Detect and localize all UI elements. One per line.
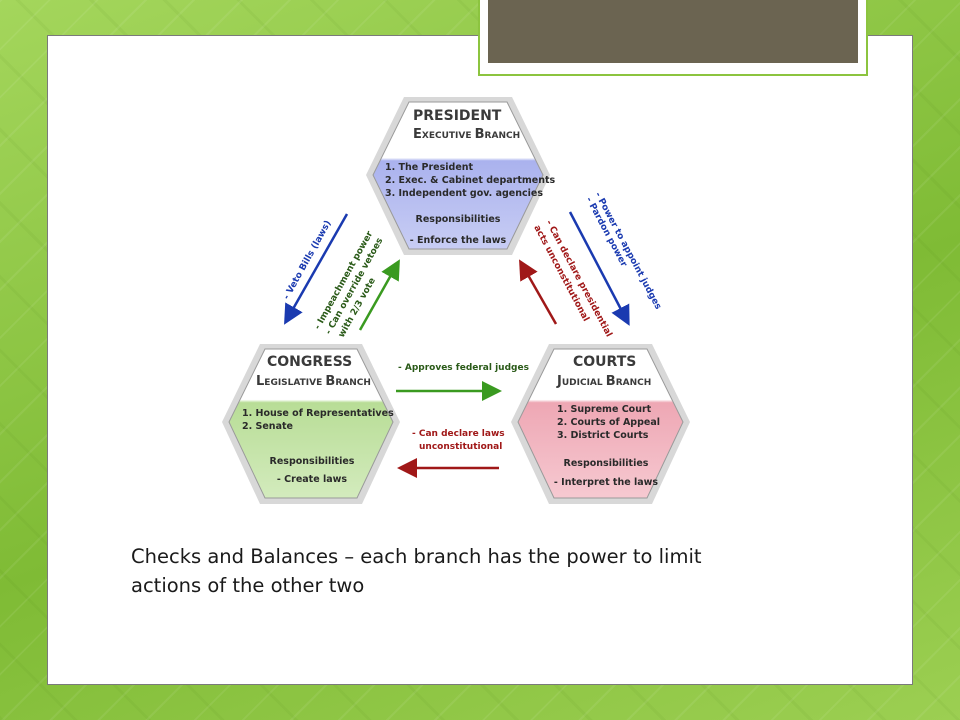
veto-arrow: [284, 213, 349, 325]
slide-caption: Checks and Balances – each branch has th…: [131, 542, 831, 600]
president-branch-label: EXECUTIVE BRANCH: [413, 127, 520, 142]
courts-responsibilities-title: Responsibilities: [564, 458, 649, 469]
congress-branch-label: LEGISLATIVE BRANCH: [256, 374, 371, 389]
congress-item-2: 2. Senate: [242, 421, 293, 432]
declare-laws-label-2: unconstitutional: [419, 442, 502, 452]
courts-hexagon: [511, 344, 690, 504]
courts-item-1: 1. Supreme Court: [557, 404, 652, 415]
declare-laws-label-1: - Can declare laws: [412, 429, 505, 439]
president-responsibility: - Enforce the laws: [410, 235, 507, 246]
appoint-label-1: - Power to appoint judges: [592, 191, 662, 312]
declare-presidential-arrow: [519, 259, 558, 325]
courts-branch-label: JUDICIAL BRANCH: [556, 374, 651, 389]
president-item-2: 2. Exec. & Cabinet departments: [385, 175, 556, 186]
approves-judges-label: - Approves federal judges: [398, 363, 529, 373]
president-item-3: 3. Independent gov. agencies: [385, 188, 543, 199]
courts-item-3: 3. District Courts: [557, 430, 649, 441]
courts-item-2: 2. Courts of Appeal: [557, 417, 660, 428]
congress-title: CONGRESS: [267, 354, 352, 370]
caption-line-1: Checks and Balances – each branch has th…: [131, 545, 702, 568]
caption-line-2: actions of the other two: [131, 574, 365, 597]
title-placeholder-bar: [488, 0, 858, 63]
courts-responsibility: - Interpret the laws: [554, 477, 658, 488]
congress-item-1: 1. House of Representatives: [242, 408, 394, 419]
veto-label: - Veto Bills (laws): [282, 219, 334, 301]
checks-and-balances-diagram: PRESIDENT EXECUTIVE BRANCH 1. The Presid…: [222, 97, 690, 504]
congress-responsibilities-title: Responsibilities: [270, 456, 355, 467]
courts-title: COURTS: [573, 354, 636, 370]
president-item-1: 1. The President: [385, 162, 474, 173]
president-responsibilities-title: Responsibilities: [416, 214, 501, 225]
congress-hexagon: [222, 344, 400, 504]
president-title: PRESIDENT: [413, 108, 502, 124]
president-hexagon: [366, 97, 550, 255]
appoint-judges-arrow: [568, 211, 630, 326]
congress-responsibility: - Create laws: [277, 474, 347, 485]
impeachment-arrow: [358, 259, 400, 331]
